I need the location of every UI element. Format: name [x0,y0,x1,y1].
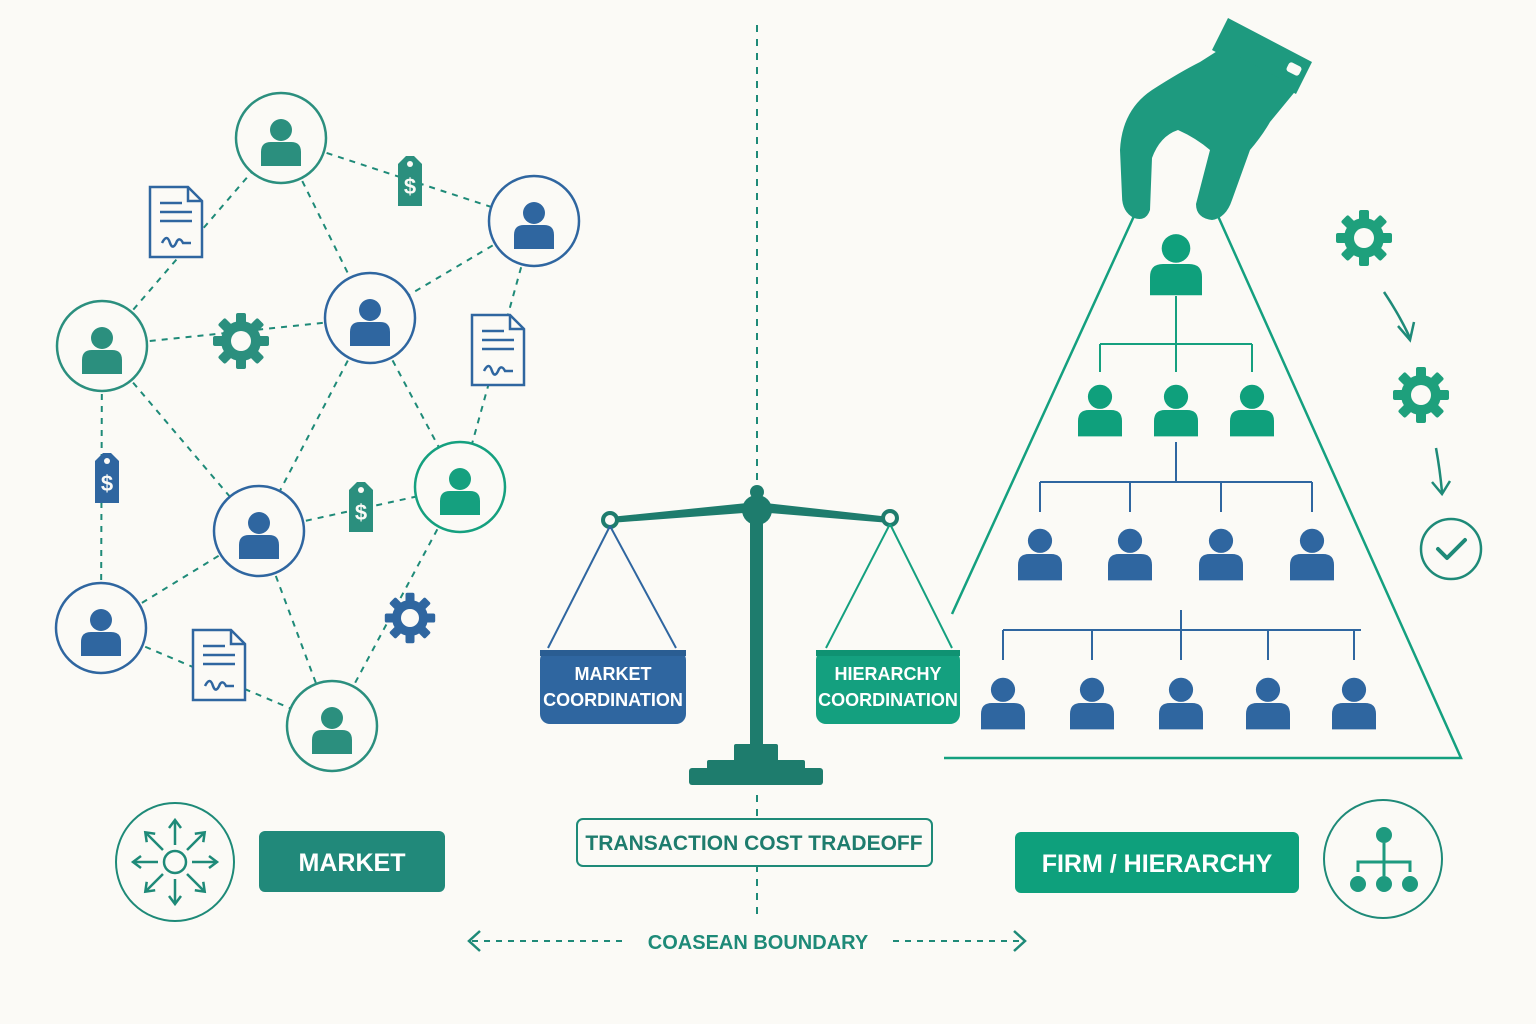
market-network: $ $ $ [54,91,581,773]
svg-text:$: $ [101,471,113,496]
market-coordination-pan: MARKET COORDINATION [540,650,686,724]
distribution-icon [115,802,235,922]
gear-icon [213,313,269,369]
hierarchy-coordination-pan: HIERARCHY COORDINATION [816,650,960,724]
gear-icon [384,592,436,644]
network-items: $ $ $ [95,156,526,702]
person-icon [1154,384,1198,437]
market-pan-label-2: COORDINATION [543,690,683,710]
person-icon [1150,234,1202,296]
firm-badge-label: FIRM / HIERARCHY [1042,850,1273,878]
coasean-boundary-label: COASEAN BOUNDARY [467,930,1027,954]
person-icon [1230,384,1274,437]
document-icon [470,313,526,387]
person-icon [981,677,1025,730]
network-participant [54,581,148,675]
person-icon [1290,528,1334,581]
market-badge-label: MARKET [299,849,406,877]
price-tag-icon: $ [398,156,422,206]
svg-text:$: $ [404,174,416,199]
network-participant [285,679,379,773]
price-tag-icon: $ [95,453,119,503]
coasean-boundary-text: COASEAN BOUNDARY [648,932,869,954]
network-participant [413,440,507,534]
person-icon [1018,528,1062,581]
network-participant [234,91,328,185]
flow-arrow-1 [1382,291,1412,339]
network-participant [212,484,306,578]
network-edge [280,137,371,319]
firm-badge: FIRM / HIERARCHY [1015,832,1299,893]
network-participant [487,174,581,268]
gear-icon-1 [1336,210,1392,266]
hand-icon [1120,18,1312,220]
price-tag-icon: $ [349,482,373,532]
process-flow [1336,210,1483,581]
person-icon [1159,677,1203,730]
person-icon [1199,528,1243,581]
svg-text:$: $ [355,500,367,525]
person-icon [1070,677,1114,730]
market-pan-label-1: MARKET [575,664,652,684]
document-icon [191,628,247,702]
tradeoff-label: TRANSACTION COST TRADEOFF [576,818,933,867]
checkmark-icon [1419,517,1483,581]
hierarchy-pyramid [944,215,1463,760]
network-participant [323,271,417,365]
market-badge: MARKET [259,831,445,892]
hierarchy-pan-label-1: HIERARCHY [834,664,941,684]
gear-icon-2 [1393,367,1449,423]
network-participant [55,299,149,393]
person-icon [1078,384,1122,437]
person-icon [1108,528,1152,581]
org-connectors [1002,296,1361,660]
org-chart-icon [1323,799,1443,919]
scale-icon [547,485,953,785]
network-nodes [54,91,581,773]
flow-arrow-2 [1434,447,1444,493]
tradeoff-label-text: TRANSACTION COST TRADEOFF [585,832,922,855]
person-icon [1332,677,1376,730]
person-icon [1246,677,1290,730]
hierarchy-pan-label-2: COORDINATION [818,690,958,710]
document-icon [148,185,204,259]
